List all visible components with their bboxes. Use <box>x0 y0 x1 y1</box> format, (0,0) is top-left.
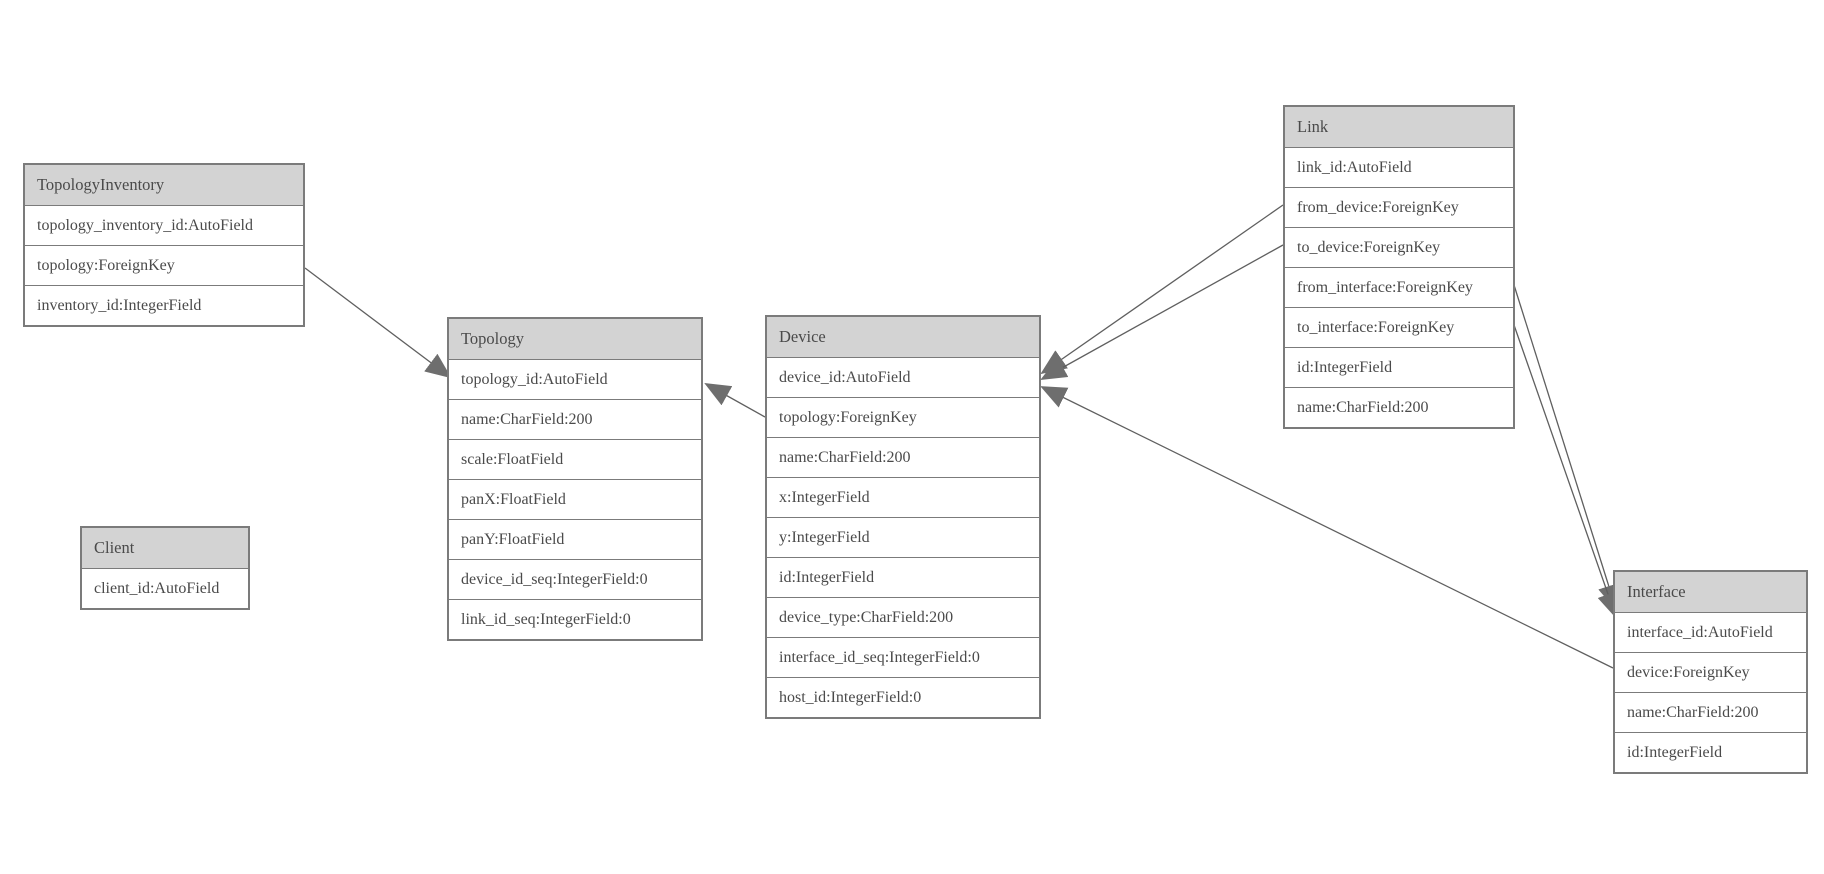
field-row-topology-inventory-topology_inventory_id: topology_inventory_id:AutoField <box>25 205 303 245</box>
entity-header-client: Client <box>82 528 248 568</box>
edge-device-topology <box>704 383 766 418</box>
field-row-link-from_interface: from_interface:ForeignKey <box>1285 267 1513 307</box>
field-row-interface-device: device:ForeignKey <box>1615 652 1806 692</box>
field-row-link-to_device: to_device:ForeignKey <box>1285 227 1513 267</box>
field-row-device-topology: topology:ForeignKey <box>767 397 1039 437</box>
field-row-device-id: id:IntegerField <box>767 557 1039 597</box>
field-row-device-device_type: device_type:CharField:200 <box>767 597 1039 637</box>
edge-interface-device <box>1040 386 1614 669</box>
field-row-client-client_id: client_id:AutoField <box>82 568 248 608</box>
edge-link-to-interface <box>1513 324 1619 619</box>
field-row-interface-interface_id: interface_id:AutoField <box>1615 612 1806 652</box>
field-row-topology-device_id_seq: device_id_seq:IntegerField:0 <box>449 559 701 599</box>
field-row-link-name: name:CharField:200 <box>1285 387 1513 427</box>
field-row-topology-inventory-topology: topology:ForeignKey <box>25 245 303 285</box>
field-row-topology-inventory-inventory_id: inventory_id:IntegerField <box>25 285 303 325</box>
field-row-interface-id: id:IntegerField <box>1615 732 1806 772</box>
entity-header-topology: Topology <box>449 319 701 359</box>
edge-topologyinventory-topology <box>304 267 452 379</box>
edge-link-to-device <box>1040 244 1284 380</box>
entity-header-topology-inventory: TopologyInventory <box>25 165 303 205</box>
field-row-topology-panY: panY:FloatField <box>449 519 701 559</box>
edge-link-from-device <box>1040 204 1284 375</box>
field-row-device-x: x:IntegerField <box>767 477 1039 517</box>
field-row-topology-topology_id: topology_id:AutoField <box>449 359 701 399</box>
field-row-topology-name: name:CharField:200 <box>449 399 701 439</box>
field-row-topology-panX: panX:FloatField <box>449 479 701 519</box>
entity-header-link: Link <box>1285 107 1513 147</box>
entity-header-device: Device <box>767 317 1039 357</box>
field-row-device-device_id: device_id:AutoField <box>767 357 1039 397</box>
field-row-device-interface_id_seq: interface_id_seq:IntegerField:0 <box>767 637 1039 677</box>
field-row-topology-scale: scale:FloatField <box>449 439 701 479</box>
field-row-device-host_id: host_id:IntegerField:0 <box>767 677 1039 717</box>
entity-header-interface: Interface <box>1615 572 1806 612</box>
field-row-topology-link_id_seq: link_id_seq:IntegerField:0 <box>449 599 701 639</box>
field-row-link-from_device: from_device:ForeignKey <box>1285 187 1513 227</box>
field-row-interface-name: name:CharField:200 <box>1615 692 1806 732</box>
field-row-link-id: id:IntegerField <box>1285 347 1513 387</box>
field-row-device-name: name:CharField:200 <box>767 437 1039 477</box>
edge-link-from-interface <box>1513 284 1620 611</box>
field-row-link-link_id: link_id:AutoField <box>1285 147 1513 187</box>
field-row-link-to_interface: to_interface:ForeignKey <box>1285 307 1513 347</box>
field-row-device-y: y:IntegerField <box>767 517 1039 557</box>
